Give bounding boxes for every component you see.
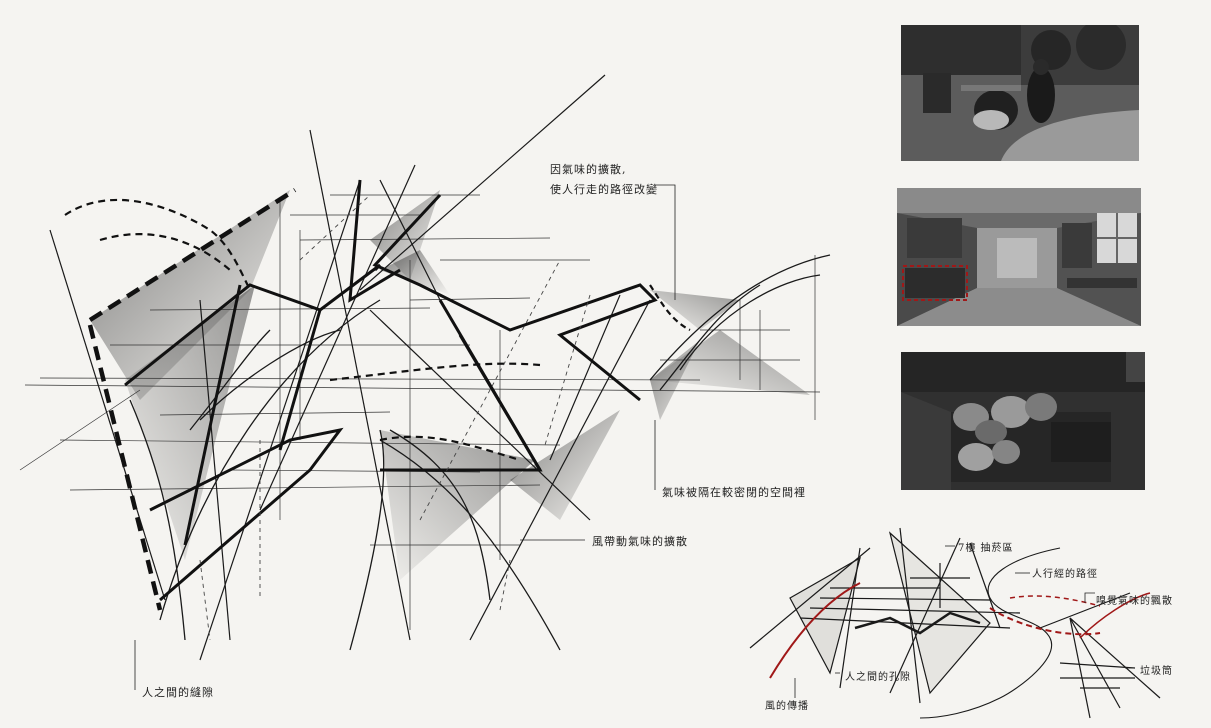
smell-line-1: 嗅覺氣味的飄散 xyxy=(1096,596,1173,607)
gap-small-line-1: 人之間的孔隙 xyxy=(845,672,911,683)
building-line-1: 7樓 抽菸區 xyxy=(958,543,1014,554)
wind-line-1: 風帶動氣味的擴散 xyxy=(592,535,688,548)
main-sketch xyxy=(0,0,840,728)
gap-small-note: 人之間的孔隙 xyxy=(845,668,911,683)
trash-line-1: 垃圾筒 xyxy=(1140,666,1173,677)
path-note: 人行經的路徑 xyxy=(1032,565,1098,580)
odor-diffusion-line-2: 使人行走的路徑改變 xyxy=(550,180,658,200)
small-sketch-lines xyxy=(750,528,1160,718)
photo-corridor xyxy=(897,188,1141,326)
gap-note: 人之間的縫隙 xyxy=(142,684,214,700)
photo-smoking-area xyxy=(901,25,1139,161)
building-note: 7樓 抽菸區 xyxy=(958,539,1014,554)
trash-note: 垃圾筒 xyxy=(1140,662,1173,677)
wind-carry-note: 風的傳播 xyxy=(765,697,809,712)
wind-carry-line-1: 風的傳播 xyxy=(765,701,809,712)
photo-corridor-image xyxy=(897,188,1141,326)
photo-trash xyxy=(901,352,1145,490)
photo-trash-image xyxy=(901,352,1145,490)
gap-line-1: 人之間的縫隙 xyxy=(142,686,214,699)
smell-note: 嗅覺氣味的飄散 xyxy=(1096,592,1173,607)
photo-smoking-area-image xyxy=(901,25,1139,161)
odor-diffusion-line-1: 因氣味的擴散, xyxy=(550,160,658,180)
odor-diffusion-note: 因氣味的擴散, 使人行走的路徑改變 xyxy=(550,160,658,200)
path-line-1: 人行經的路徑 xyxy=(1032,569,1098,580)
secondary-sketch xyxy=(740,488,1180,728)
wind-note: 風帶動氣味的擴散 xyxy=(592,533,688,549)
